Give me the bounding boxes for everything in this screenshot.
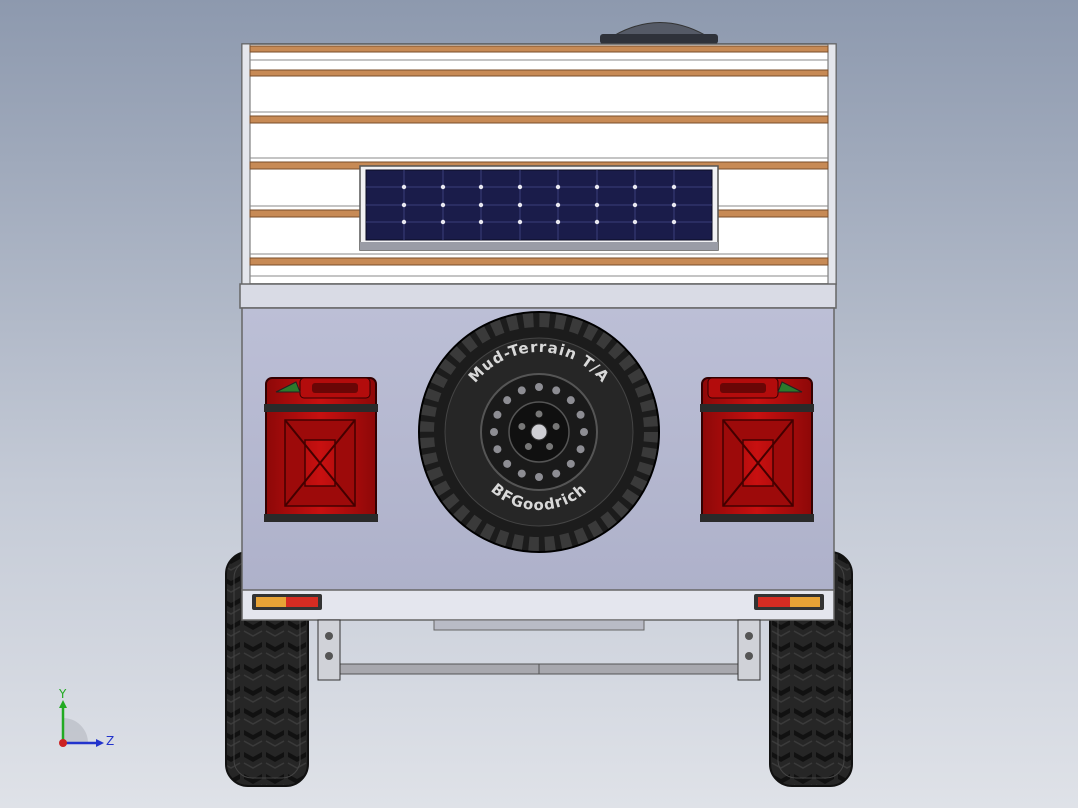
- roof-vent: [600, 22, 718, 44]
- jerrycan-right: [700, 377, 814, 522]
- solar-panel: [359, 165, 719, 251]
- axle: [317, 619, 761, 681]
- axis-z-label: Z: [106, 734, 114, 748]
- spare-tire: Mud-Terrain T/A BFGoodrich: [418, 311, 660, 553]
- tail-light-left: [252, 594, 322, 610]
- axis-y-label: Y: [58, 687, 67, 701]
- jerrycan-left: [264, 377, 378, 522]
- axis-triad: Y Z: [58, 687, 114, 748]
- tail-light-right: [754, 594, 824, 610]
